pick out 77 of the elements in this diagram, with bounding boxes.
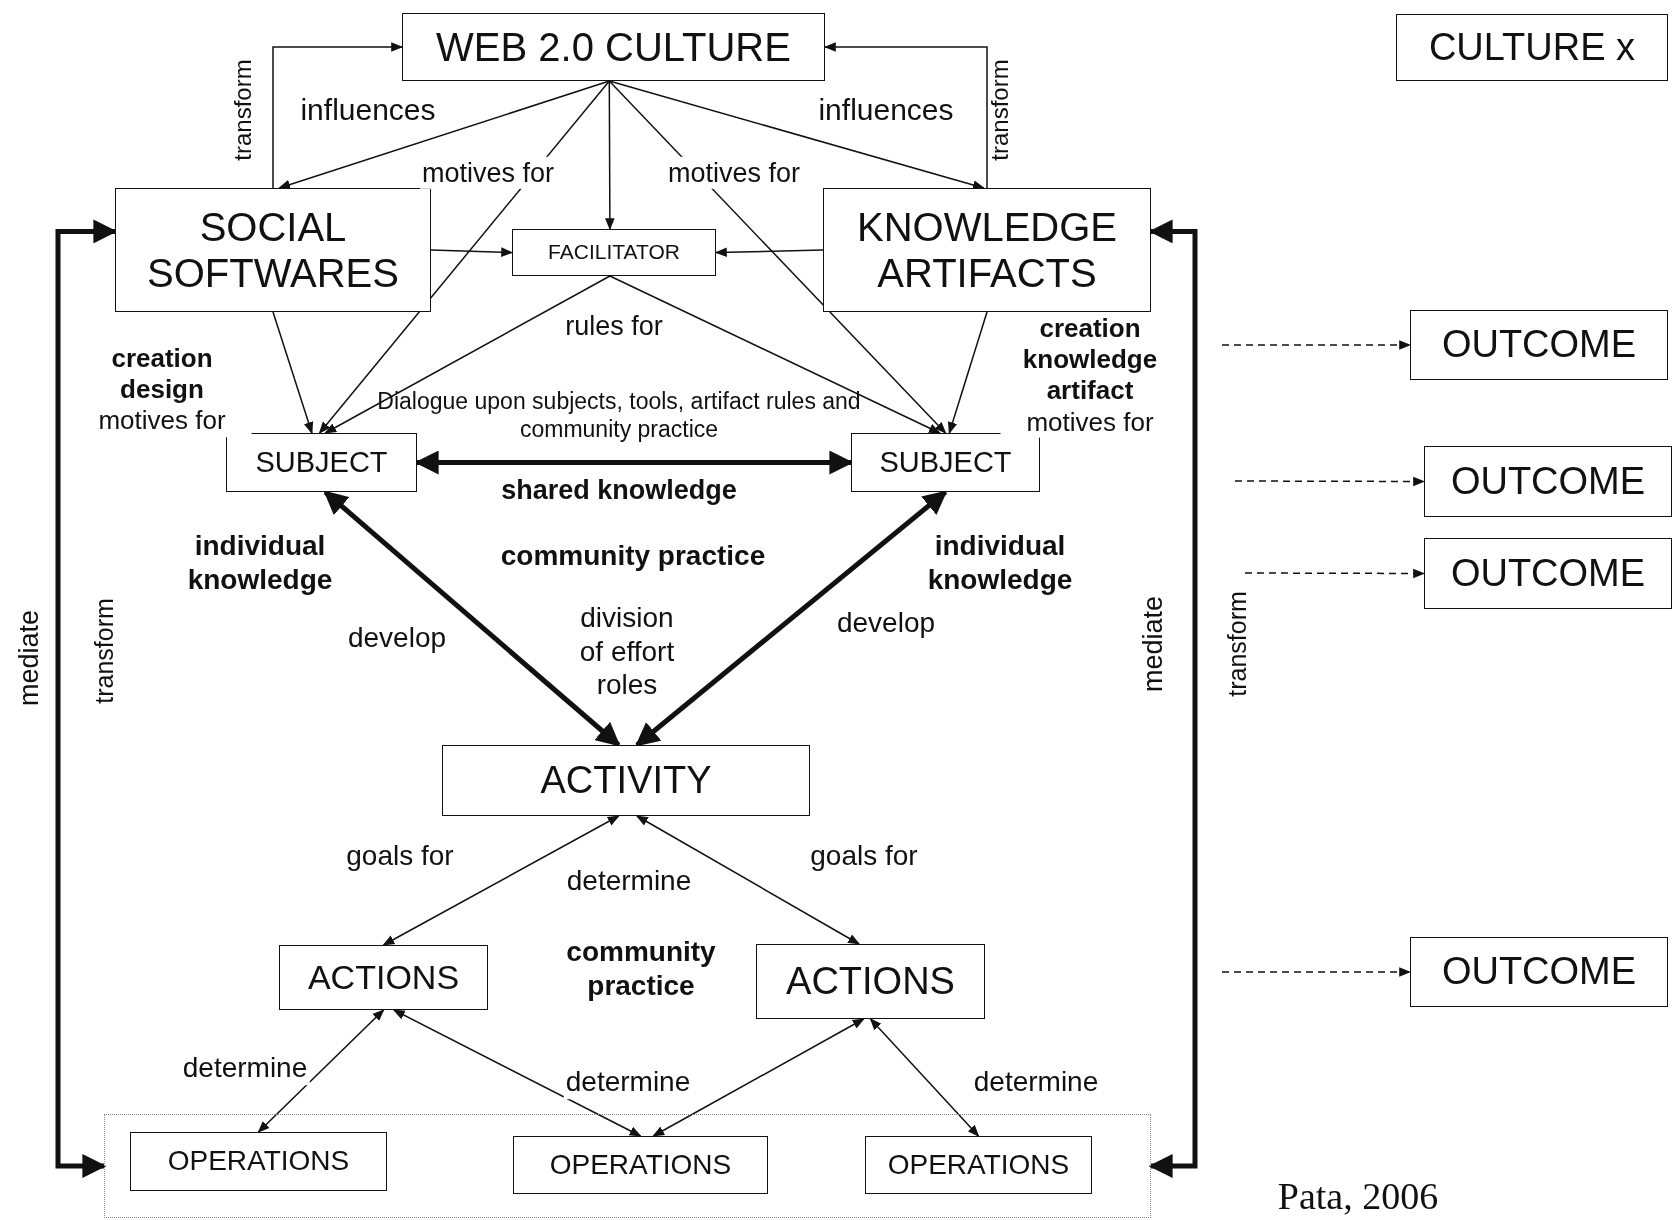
concept-label: OUTCOME	[1441, 950, 1637, 994]
double-arrow	[652, 1018, 865, 1137]
concept-box	[823, 188, 1151, 312]
concept-label: OPERATIONS	[549, 1148, 732, 1182]
dashed-arrow	[1244, 568, 1426, 579]
concept-box	[513, 1136, 768, 1194]
concept-label: OUTCOME	[1450, 551, 1646, 596]
double-arrow	[635, 490, 948, 747]
concept-box	[1396, 14, 1668, 81]
double-arrow	[392, 1009, 642, 1137]
concept-label: SOCIAL SOFTWARES	[146, 204, 400, 296]
annotation-text: transform	[89, 598, 119, 704]
dashed-arrow	[1234, 476, 1426, 487]
edge-label: motives for	[666, 156, 802, 190]
concept-box	[226, 433, 417, 492]
concept-label: ACTIONS	[307, 957, 460, 998]
concept-box	[115, 188, 431, 312]
dashed-arrow	[1221, 340, 1412, 350]
concept-box	[402, 13, 825, 81]
annotation-text: community practice	[566, 935, 716, 1003]
arrow	[278, 80, 611, 190]
concept-box	[851, 433, 1040, 492]
concept-box	[1424, 446, 1672, 517]
concept-box	[442, 745, 810, 816]
annotation-text: division of effort roles	[578, 600, 676, 702]
double-arrow	[323, 490, 621, 747]
annotation-text: community practice	[500, 539, 766, 573]
double-arrow	[257, 1009, 385, 1133]
annotation-text: Dialogue upon subjects, tools, artifact rules and community practice	[376, 388, 862, 444]
arrow	[714, 247, 824, 258]
concept-label: OPERATIONS	[167, 1145, 350, 1178]
edge-label: transform	[228, 59, 257, 161]
arrow	[608, 80, 985, 190]
edge-label: mediate	[12, 609, 45, 707]
double-arrow	[869, 1018, 980, 1137]
annotation-text: determine	[566, 864, 692, 898]
edge-label: mediate	[1136, 595, 1169, 693]
edge-label: transform	[985, 59, 1014, 161]
concept-label: SUBJECT	[879, 445, 1012, 480]
concept-box	[512, 229, 716, 276]
arrow	[324, 275, 611, 434]
arrow	[272, 42, 404, 189]
concept-label: CULTURE x	[1428, 25, 1636, 70]
source-credit: Pata, 2006	[1277, 1174, 1439, 1220]
concept-box	[756, 944, 985, 1019]
concept-label: WEB 2.0 CULTURE	[436, 24, 791, 70]
concept-box	[1410, 937, 1668, 1007]
arrow	[318, 80, 611, 434]
concept-label: SUBJECT	[255, 445, 388, 480]
concept-box	[130, 1132, 387, 1191]
dashed-arrow	[1221, 967, 1412, 977]
concept-box	[1410, 310, 1668, 380]
arrow	[947, 311, 988, 435]
arrow	[272, 311, 314, 435]
concept-box	[865, 1136, 1092, 1194]
concept-label: ACTIONS	[786, 959, 955, 1004]
annotation-text: individual knowledge	[186, 529, 334, 597]
arrow	[823, 42, 988, 189]
arrow	[609, 275, 941, 434]
concept-label: KNOWLEDGE ARTIFACTS	[855, 204, 1118, 296]
dotted-group-frame	[104, 1114, 1151, 1218]
arrow	[430, 247, 514, 257]
concept-box	[279, 945, 488, 1010]
annotation-text: individual knowledge	[926, 529, 1074, 597]
arrow	[608, 80, 947, 434]
concept-label: OUTCOME	[1450, 459, 1646, 504]
concept-label: FACILITATOR	[548, 240, 680, 265]
concept-label: OPERATIONS	[887, 1148, 1070, 1182]
double-arrow	[1148, 219, 1198, 1178]
annotation-text: transform	[1222, 591, 1252, 697]
concept-label: OUTCOME	[1441, 323, 1637, 367]
edge-label: motives for	[420, 156, 556, 190]
concept-label: ACTIVITY	[540, 758, 712, 803]
concept-box	[1424, 538, 1672, 609]
arrow	[605, 80, 615, 231]
double-arrow	[382, 815, 620, 946]
double-arrow	[635, 815, 861, 945]
